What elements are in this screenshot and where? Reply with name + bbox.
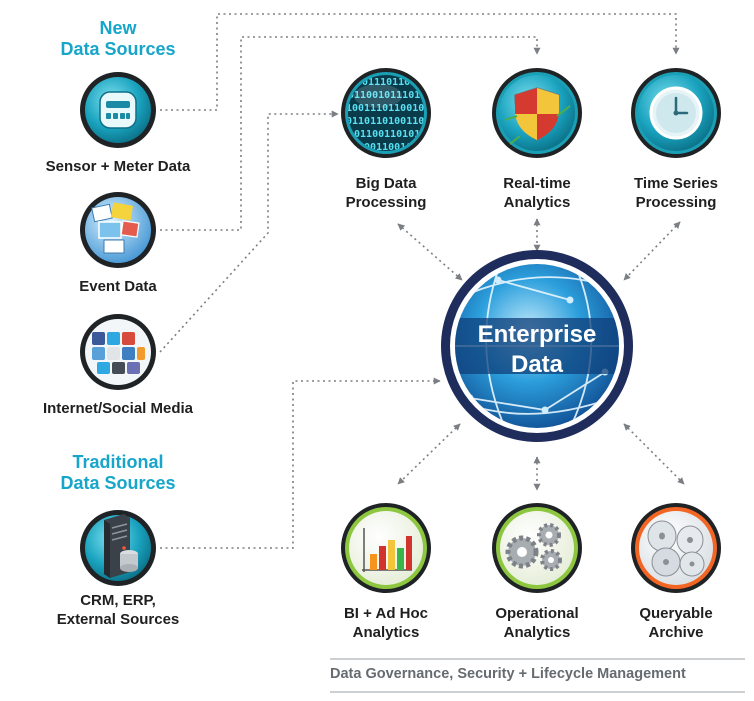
connector-timeseries-center xyxy=(623,221,681,281)
traditional-source-label-line2: External Sources xyxy=(56,611,180,628)
sensor-meter-icon xyxy=(80,72,156,148)
realtime-label: Real-time Analytics xyxy=(467,174,607,212)
traditional-sources-header: Traditional Data Sources xyxy=(38,452,198,494)
new-sources-header-line2: Data Sources xyxy=(60,39,176,59)
social-media-label: Internet/Social Media xyxy=(10,399,226,418)
new-sources-header: New Data Sources xyxy=(38,18,198,60)
sensor-meter-label-line1: Sensor + Meter Data xyxy=(45,158,191,175)
event-data-label-line1: Event Data xyxy=(79,278,157,295)
archive-label-line1: Queryable xyxy=(639,605,713,622)
traditional-sources-header-line1: Traditional xyxy=(72,452,164,472)
connector-social-to-bigdata xyxy=(159,110,339,353)
operational-label: Operational Analytics xyxy=(462,604,612,642)
operational-label-line1: Operational xyxy=(495,605,579,622)
binary-data-icon: 10011101100 0110010111011 1001110110010 … xyxy=(341,68,431,158)
archive-label-line2: Archive xyxy=(648,624,704,641)
realtime-label-line2: Analytics xyxy=(503,194,571,211)
timeseries-label: Time Series Processing xyxy=(606,174,746,212)
big-data-label: Big Data Processing xyxy=(316,174,456,212)
sensor-meter-label: Sensor + Meter Data xyxy=(18,157,218,176)
enterprise-data-label: Enterprise Data xyxy=(457,320,617,380)
connectors xyxy=(159,13,685,549)
traditional-source-label-line1: CRM, ERP, xyxy=(80,592,156,609)
discs-icon xyxy=(631,503,721,593)
svg-text:0110010111011: 0110010111011 xyxy=(348,90,426,101)
governance-footer: Data Governance, Security + Lifecycle Ma… xyxy=(330,666,686,682)
traditional-source-label: CRM, ERP, External Sources xyxy=(18,591,218,629)
timeseries-label-line1: Time Series xyxy=(634,175,718,192)
enterprise-data-label-line2: Data xyxy=(510,351,564,378)
enterprise-data-label-line1: Enterprise xyxy=(477,321,597,348)
bi-adhoc-label: BI + Ad Hoc Analytics xyxy=(316,604,456,642)
connector-center-bi xyxy=(397,423,461,485)
bar-chart-icon xyxy=(341,503,431,593)
big-data-label-line1: Big Data xyxy=(355,175,417,192)
social-media-label-line1: Internet/Social Media xyxy=(42,400,194,417)
svg-text:0100110010: 0100110010 xyxy=(352,142,412,153)
realtime-label-line1: Real-time xyxy=(503,175,571,192)
bi-adhoc-label-line2: Analytics xyxy=(352,624,420,641)
timeseries-label-line2: Processing xyxy=(635,194,717,211)
traditional-sources-header-line2: Data Sources xyxy=(60,473,176,493)
operational-label-line2: Analytics xyxy=(503,624,571,641)
event-data-icon xyxy=(80,192,156,268)
svg-text:1001110110010: 1001110110010 xyxy=(346,103,424,114)
gears-icon xyxy=(492,503,582,593)
archive-label: Queryable Archive xyxy=(606,604,746,642)
new-sources-header-line1: New xyxy=(99,18,137,38)
shield-icon xyxy=(492,68,582,158)
clock-icon xyxy=(631,68,721,158)
svg-text:1011001101011: 1011001101011 xyxy=(348,129,426,140)
svg-text:0110110100110: 0110110100110 xyxy=(346,116,424,127)
event-data-label: Event Data xyxy=(18,277,218,296)
svg-text:10011101100: 10011101100 xyxy=(350,77,416,88)
server-database-icon xyxy=(80,510,156,586)
big-data-label-line2: Processing xyxy=(345,194,427,211)
connector-bigdata-center xyxy=(397,223,463,281)
bi-adhoc-label-line1: BI + Ad Hoc xyxy=(343,605,429,622)
globe-network-icon xyxy=(441,250,633,442)
connector-traditional-to-center xyxy=(160,377,441,549)
social-media-icon xyxy=(80,314,156,390)
connector-center-archive xyxy=(623,423,685,485)
